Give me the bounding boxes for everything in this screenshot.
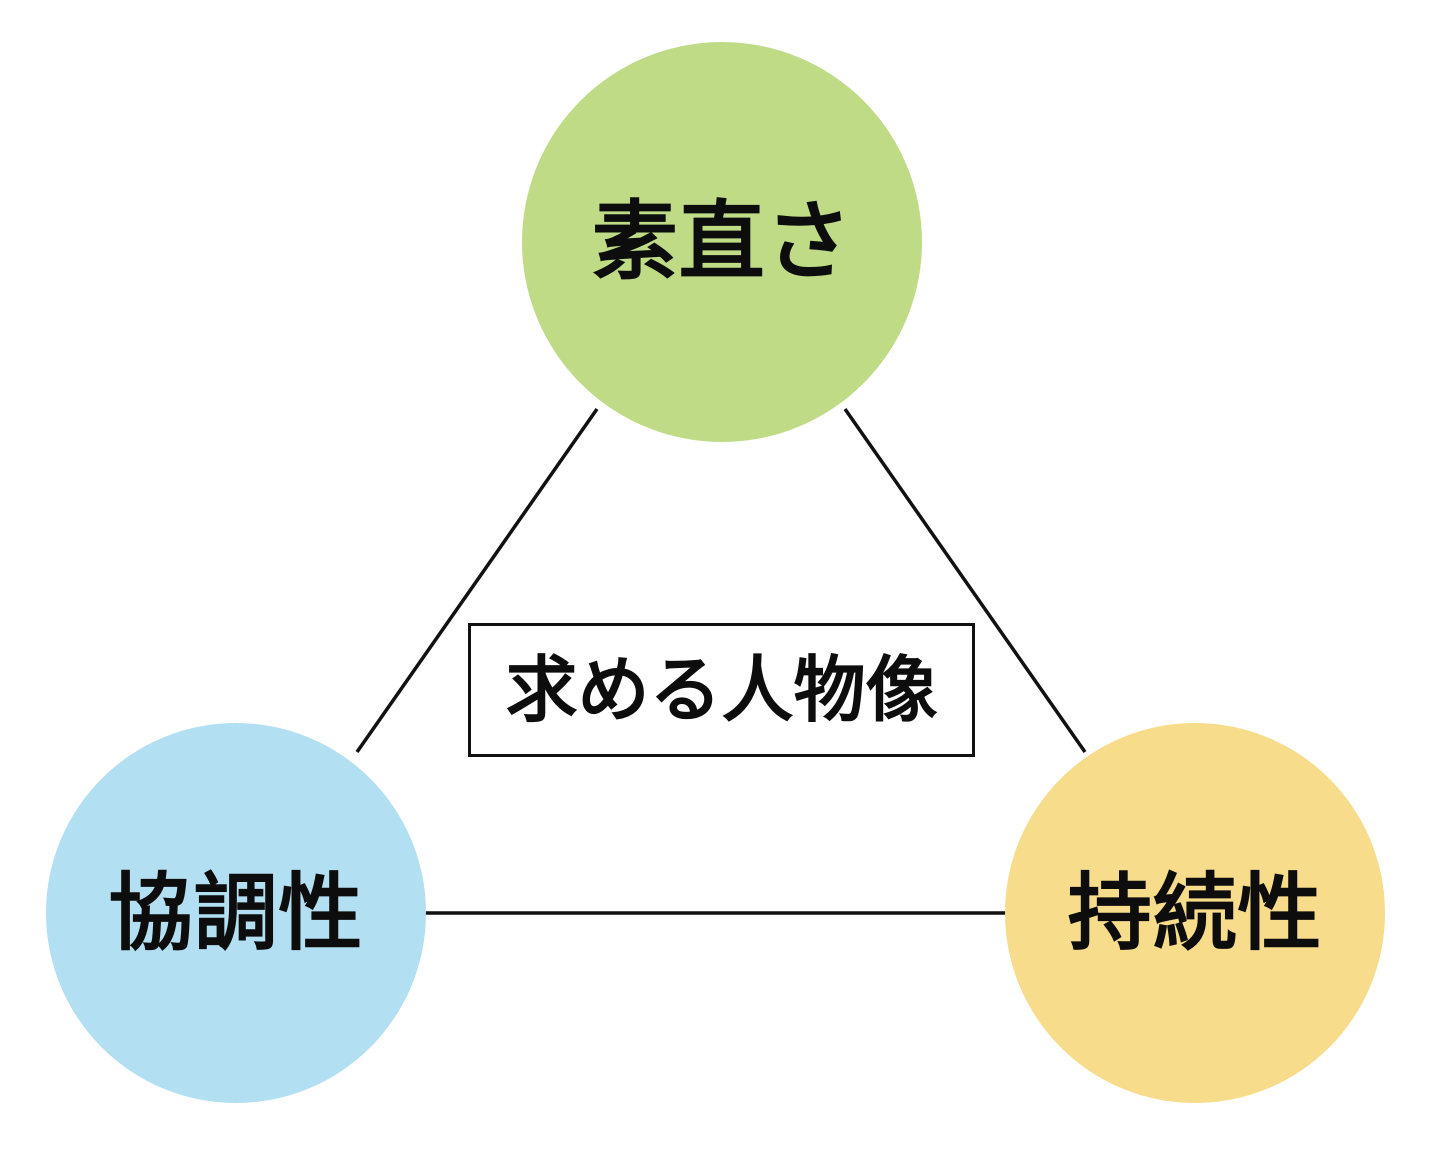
node-circle-left[interactable]: 協調性 <box>46 723 426 1103</box>
node-label-left: 協調性 <box>108 864 364 962</box>
node-label-right: 持続性 <box>1067 864 1323 962</box>
node-circle-top[interactable]: 素直さ <box>522 42 922 442</box>
center-title-label: 求める人物像 <box>505 648 938 732</box>
node-circle-right[interactable]: 持続性 <box>1005 723 1385 1103</box>
center-title-box: 求める人物像 <box>468 623 975 757</box>
node-label-top: 素直さ <box>591 192 853 292</box>
